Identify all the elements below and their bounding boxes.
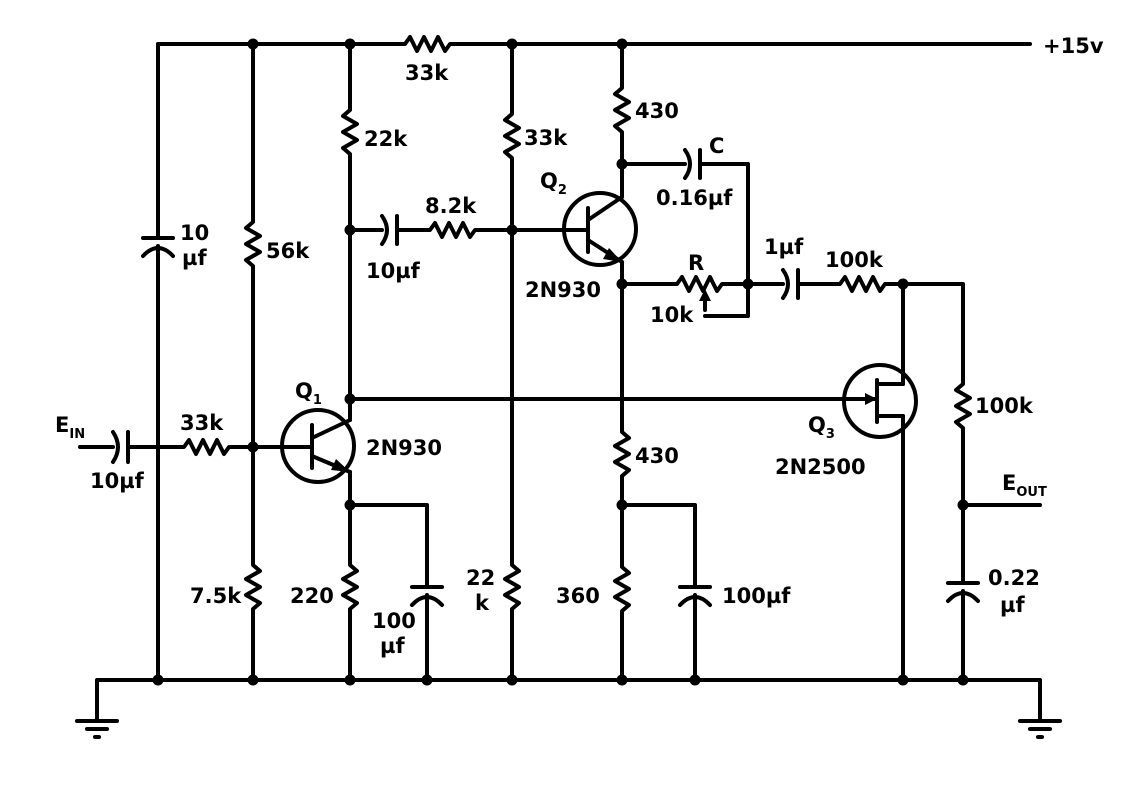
supply-voltage-label: +15v [1043, 34, 1104, 58]
junction-dot [421, 674, 433, 686]
resistor-56k-label: 56k [266, 239, 310, 263]
transistor-q2-part: 2N930 [525, 278, 601, 302]
resistor-8.2k [423, 221, 562, 239]
capacitor-100uf-q1 [348, 503, 444, 682]
capacitor-c-value: 0.16µf [656, 186, 733, 210]
capacitor-0.22uf-label-value: 0.22 [988, 566, 1040, 590]
capacitor-100uf-q2-label: 100µf [722, 584, 791, 608]
resistor-430-bottom [613, 418, 631, 507]
resistor-33k-input-label: 33k [180, 411, 224, 435]
resistor-100k-horizontal-label: 100k [825, 248, 884, 272]
junction-dot [506, 38, 518, 50]
transistor-q1-npn-icon [280, 408, 356, 484]
junction-dot [344, 499, 356, 511]
junction-dot [957, 674, 969, 686]
resistor-22k-bottom-label-unit: k [475, 591, 490, 615]
junction-dot [689, 674, 701, 686]
potentiometer-r-value: 10k [650, 303, 694, 327]
resistor-33k-input [178, 438, 292, 456]
capacitor-10uf-bypass-label-value: 10 [180, 221, 209, 245]
resistor-220-label: 220 [290, 584, 334, 608]
junction-dot [247, 674, 259, 686]
resistor-100k-vertical-label: 100k [975, 394, 1034, 418]
junction-dot [247, 441, 259, 453]
resistor-430-bottom-label: 430 [635, 444, 679, 468]
resistor-430-top-label: 430 [635, 99, 679, 123]
capacitor-c-name: C [709, 134, 724, 158]
capacitor-1uf [746, 268, 837, 300]
transistor-q1-part: 2N930 [366, 436, 442, 460]
resistor-33k-rail-label: 33k [405, 61, 449, 85]
resistor-220 [341, 503, 359, 682]
junction-dot [152, 674, 164, 686]
capacitor-1uf-label: 1µf [764, 235, 804, 259]
junction-dot [616, 674, 628, 686]
resistor-430-top [613, 42, 631, 199]
junction-dot [247, 38, 259, 50]
junction-dot [344, 674, 356, 686]
resistor-7.5k [244, 446, 262, 682]
transistor-q3-name: Q3 [808, 413, 835, 442]
junction-dots [152, 38, 969, 686]
junction-dot [344, 224, 356, 236]
junction-dot [506, 224, 518, 236]
resistor-100k-vertical [954, 378, 972, 507]
capacitor-10uf-input [111, 430, 182, 464]
capacitor-100uf-q1-label-value: 100 [372, 609, 416, 633]
potentiometer-r-name: R [688, 251, 704, 275]
junction-dot [344, 393, 356, 405]
capacitor-100uf-q2 [620, 503, 712, 682]
junction-dot [742, 278, 754, 290]
capacitor-10uf-coupling-label: 10µf [366, 259, 421, 283]
resistor-22k-bottom-label-value: 22 [466, 566, 495, 590]
junction-dot [897, 674, 909, 686]
potentiometer-r-10k [620, 275, 750, 318]
output-label: EOUT [1002, 471, 1047, 500]
transistor-q1-name: Q1 [295, 379, 322, 408]
transistor-q3-part: 2N2500 [775, 455, 866, 479]
resistor-33k-rail [398, 35, 457, 53]
capacitor-0.22uf [946, 503, 980, 682]
junction-dot [616, 158, 628, 170]
resistor-22k-top-label: 22k [364, 127, 408, 151]
input-label: EIN [55, 413, 85, 442]
resistor-7.5k-label: 7.5k [190, 584, 242, 608]
ground-icon-left [75, 719, 119, 739]
capacitor-c-0.16uf [620, 148, 750, 286]
resistor-33k-vertical-label: 33k [524, 126, 568, 150]
transistor-q3-jfet-icon [842, 282, 918, 682]
capacitor-10uf-input-label: 10µf [90, 469, 145, 493]
capacitor-10uf-bypass-label-unit: µf [182, 246, 207, 270]
capacitor-100uf-q1-label-unit: µf [380, 634, 405, 658]
junction-dot [957, 499, 969, 511]
ground-icon-right [1018, 719, 1062, 739]
capacitor-0.22uf-label-unit: µf [1000, 593, 1025, 617]
resistor-56k [244, 42, 262, 450]
resistor-100k-horizontal [833, 275, 965, 382]
resistor-360-label: 360 [556, 584, 600, 608]
junction-dot [616, 499, 628, 511]
ground-rail [95, 678, 1042, 722]
resistor-22k-top [341, 42, 359, 422]
capacitor-10uf-coupling [348, 214, 427, 246]
junction-dot [897, 278, 909, 290]
junction-dot [506, 674, 518, 686]
resistor-360 [613, 503, 631, 682]
junction-dot [616, 38, 628, 50]
resistor-33k-vertical [503, 42, 521, 232]
resistor-8.2k-label: 8.2k [425, 194, 477, 218]
junction-dot [616, 278, 628, 290]
junction-dot [344, 38, 356, 50]
transistor-q2-name: Q2 [540, 169, 567, 198]
capacitor-10uf-bypass [141, 42, 175, 682]
transistor-q2-npn-icon [558, 191, 638, 267]
resistor-22k-bottom [503, 228, 521, 682]
